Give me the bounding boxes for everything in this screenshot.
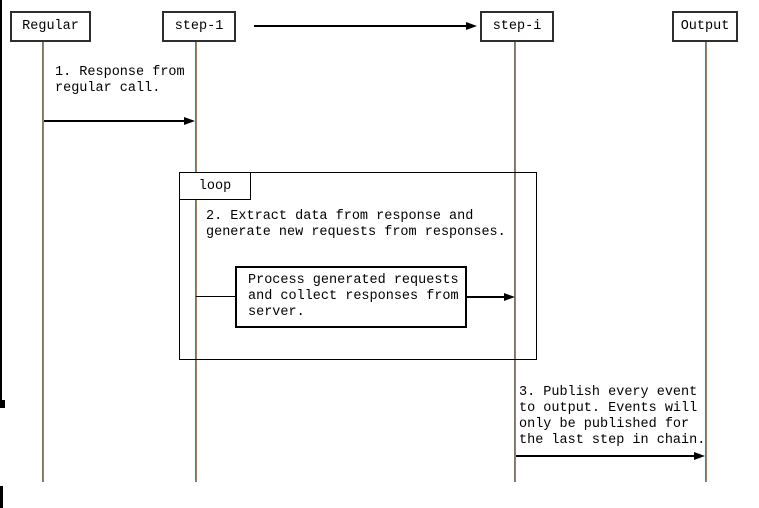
participant-box-step-1: step-1: [162, 11, 236, 42]
chain-arrow-line: [254, 25, 466, 27]
participant-label-step-i: step-i: [492, 19, 542, 34]
loop-label-box: loop: [179, 172, 251, 200]
process-link-line: [196, 296, 235, 297]
loop-label: loop: [198, 178, 232, 194]
lifeline-regular: [42, 42, 44, 482]
loop-fragment: [179, 172, 537, 360]
participant-label-regular: Regular: [22, 19, 79, 34]
lifeline-step-i: [514, 42, 516, 482]
message-1-arrow-line: [44, 120, 184, 122]
participant-box-step-i: step-i: [480, 11, 554, 42]
message-2-text: 2. Extract data from response and genera…: [206, 209, 506, 240]
process-arrow-line: [467, 296, 504, 298]
message-3-text: 3. Publish every event to output. Events…: [519, 385, 706, 448]
left-border-line: [0, 0, 2, 402]
participant-label-step-1: step-1: [174, 19, 224, 34]
participant-label-output: Output: [680, 19, 730, 34]
participant-box-regular: Regular: [10, 11, 91, 42]
message-3-arrowhead-icon: [694, 452, 705, 460]
lifeline-output: [705, 42, 707, 482]
lifeline-step-1: [195, 42, 197, 482]
process-arrowhead-icon: [504, 293, 515, 301]
message-1-arrowhead-icon: [184, 117, 195, 125]
message-3-arrow-line: [516, 455, 694, 457]
process-box: Process generated requests and collect r…: [235, 266, 467, 328]
bottom-left-mark: [0, 486, 3, 508]
message-1-text: 1. Response from regular call.: [55, 65, 185, 96]
participant-box-output: Output: [672, 11, 738, 42]
left-border-nub: [0, 400, 5, 408]
chain-arrowhead-icon: [466, 22, 477, 30]
